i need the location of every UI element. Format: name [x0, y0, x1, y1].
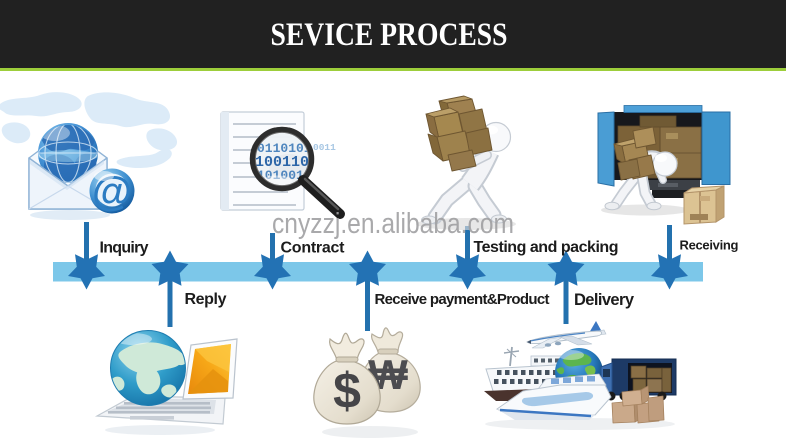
svg-text:$: $: [333, 363, 361, 419]
svg-text:0110101: 0110101: [257, 141, 312, 156]
svg-text:Receiving: Receiving: [680, 238, 739, 253]
svg-text:Testing and packing: Testing and packing: [474, 239, 619, 256]
svg-text:10011010: 10011010: [255, 154, 327, 171]
svg-text:Inquiry: Inquiry: [100, 240, 149, 257]
svg-text:0011: 0011: [313, 142, 336, 153]
svg-text:cnyzzj.en.alibaba.com: cnyzzj.en.alibaba.com: [272, 208, 514, 240]
svg-text:Reply: Reply: [185, 291, 227, 308]
svg-text:SEVICE PROCESS: SEVICE PROCESS: [271, 17, 508, 53]
svg-text:Delivery: Delivery: [574, 291, 635, 309]
svg-text:Contract: Contract: [281, 240, 346, 257]
svg-text:Receive payment&Product: Receive payment&Product: [375, 291, 550, 308]
svg-text:1010010: 1010010: [257, 168, 312, 183]
